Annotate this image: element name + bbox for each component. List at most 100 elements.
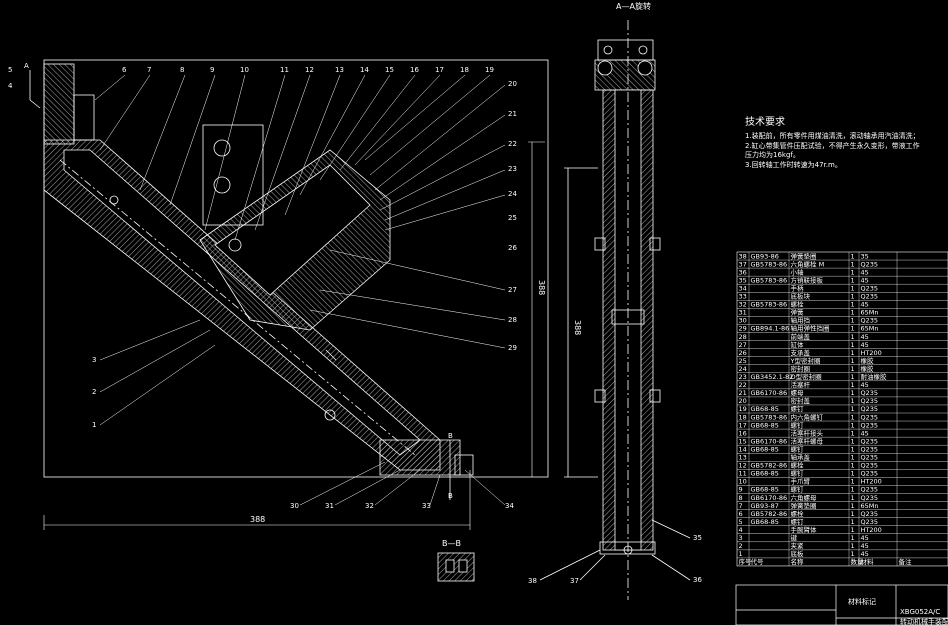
bom-cell: 30 (739, 317, 747, 325)
bom-cell: 螺钉 (791, 469, 805, 478)
bom-cell: 手腕臂体 (791, 525, 818, 534)
bom-cell: 13 (739, 454, 747, 462)
bom-cell: 弹簧 (791, 308, 805, 317)
bom-cell: Q235 (861, 437, 879, 445)
bom-header-cell: 名称 (791, 557, 805, 566)
bom-cell: GB6170-86 (751, 494, 788, 502)
main-dimensions (43, 141, 545, 530)
bom-cell: 1 (851, 462, 855, 470)
tech-line-1: 1.装配前，所有零件用煤油清洗，滚动轴承用汽油清洗； (745, 131, 920, 140)
bom-cell: 45 (861, 301, 869, 309)
arm-centerline (59, 159, 416, 456)
bom-cell: Q235 (861, 445, 879, 453)
bom-cell: 35 (861, 252, 869, 260)
balloon-1: 1 (92, 421, 96, 429)
bom-cell: 1 (851, 284, 855, 292)
leader-lines (94, 74, 506, 506)
bom-cell: 1 (851, 389, 855, 397)
bom-cell: Q235 (861, 413, 879, 421)
bom-cell: 2 (739, 542, 743, 550)
bom-cell: 1 (851, 293, 855, 301)
bom-cell: 底板 (791, 549, 805, 558)
bom-cell: GB6170-86 (751, 437, 788, 445)
balloon-28: 28 (508, 316, 517, 324)
bom-cell: 26 (739, 349, 747, 357)
bom-cell: 45 (861, 534, 869, 542)
bom-cell: 34 (739, 284, 747, 292)
bom-cell: GB93-87 (751, 502, 779, 510)
bom-cell: 1 (851, 429, 855, 437)
bom-cell: 夹紧 (791, 541, 805, 550)
bom-cell: 45 (861, 276, 869, 284)
bom-cell: 4 (739, 526, 743, 534)
bom-cell: Q235 (861, 486, 879, 494)
bom-cell: 螺钉 (791, 517, 805, 526)
bom-cell: 弹簧垫圈 (791, 501, 817, 510)
balloon-29: 29 (508, 344, 517, 352)
bom-cell: 1 (851, 276, 855, 284)
bom-cell: 65Mn (861, 309, 879, 317)
bom-cell: 1 (851, 494, 855, 502)
bom-cell: 1 (851, 365, 855, 373)
main-view (43, 59, 549, 478)
balloon-6: 6 (122, 66, 127, 74)
bom-cell: Y型密封圈 (790, 356, 821, 365)
bom-cell: 27 (739, 341, 747, 349)
bom-cell: 1 (851, 309, 855, 317)
bom-cell: 橡胶 (861, 364, 875, 373)
balloon-24: 24 (508, 190, 517, 198)
balloon-26: 26 (508, 244, 517, 252)
balloon-25: 25 (508, 214, 517, 222)
section-aa-title: A—A旋转 (616, 1, 651, 11)
bom-cell: 1 (851, 260, 855, 268)
dim-height-side: 388 (573, 320, 582, 335)
bom-cell: 7 (739, 502, 743, 510)
balloon-34: 34 (505, 502, 514, 510)
bom-cell: 1 (851, 413, 855, 421)
bom-cell: GB5783-86 (751, 276, 788, 284)
bom-cell: 3 (739, 534, 743, 542)
bom-cell: 1 (851, 397, 855, 405)
bom-cell: HT200 (861, 478, 882, 486)
bom-cell: 21 (739, 389, 747, 397)
bom-cell: GB68-85 (751, 445, 779, 453)
bom-cell: Q235 (861, 518, 879, 526)
bom-cell: 29 (739, 325, 747, 333)
bom-cell: 45 (861, 341, 869, 349)
bom-cell: 1 (851, 534, 855, 542)
balloon-14: 14 (360, 66, 369, 74)
drawing-number: XBG052A/C (900, 608, 940, 616)
bom-cell: GB68-85 (751, 421, 779, 429)
balloon-10: 10 (240, 66, 249, 74)
bom-cell: 11 (739, 470, 747, 478)
bom-cell: GB68-85 (751, 470, 779, 478)
bom-cell: Q235 (861, 510, 879, 518)
balloon-31: 31 (325, 502, 334, 510)
bom-cell: 45 (861, 381, 869, 389)
balloon-30: 30 (290, 502, 299, 510)
bom-cell: 1 (851, 550, 855, 558)
bom-cell: 1 (851, 454, 855, 462)
bom-cell: Q235 (861, 293, 879, 301)
screw-head-2 (324, 409, 336, 421)
bom-cell: 六角螺栓 M (791, 259, 825, 268)
bom-cell: Q235 (861, 397, 879, 405)
bom-cell: Q235 (861, 494, 879, 502)
bom-cell: 22 (739, 381, 747, 389)
balloon-9: 9 (210, 66, 214, 74)
bracket-plate (202, 124, 264, 226)
bom-cell: 弹簧垫圈 (791, 251, 817, 260)
end-cap (454, 454, 474, 476)
bom-cell: 螺栓 (791, 509, 805, 518)
marker-b-bottom: B (448, 492, 453, 500)
balloon-15: 15 (385, 66, 394, 74)
rod-boss (325, 349, 337, 361)
bom-cell: 轴用弹性挡圈 (791, 324, 830, 333)
balloon-3: 3 (92, 356, 96, 364)
bom-cell: 前端盖 (791, 332, 811, 341)
bom-cell: 15 (739, 437, 747, 445)
bom-cell: 1 (851, 301, 855, 309)
bom-cell: 小轴 (791, 267, 805, 276)
balloon-36: 36 (693, 576, 702, 584)
bom-cell: 14 (739, 445, 747, 453)
